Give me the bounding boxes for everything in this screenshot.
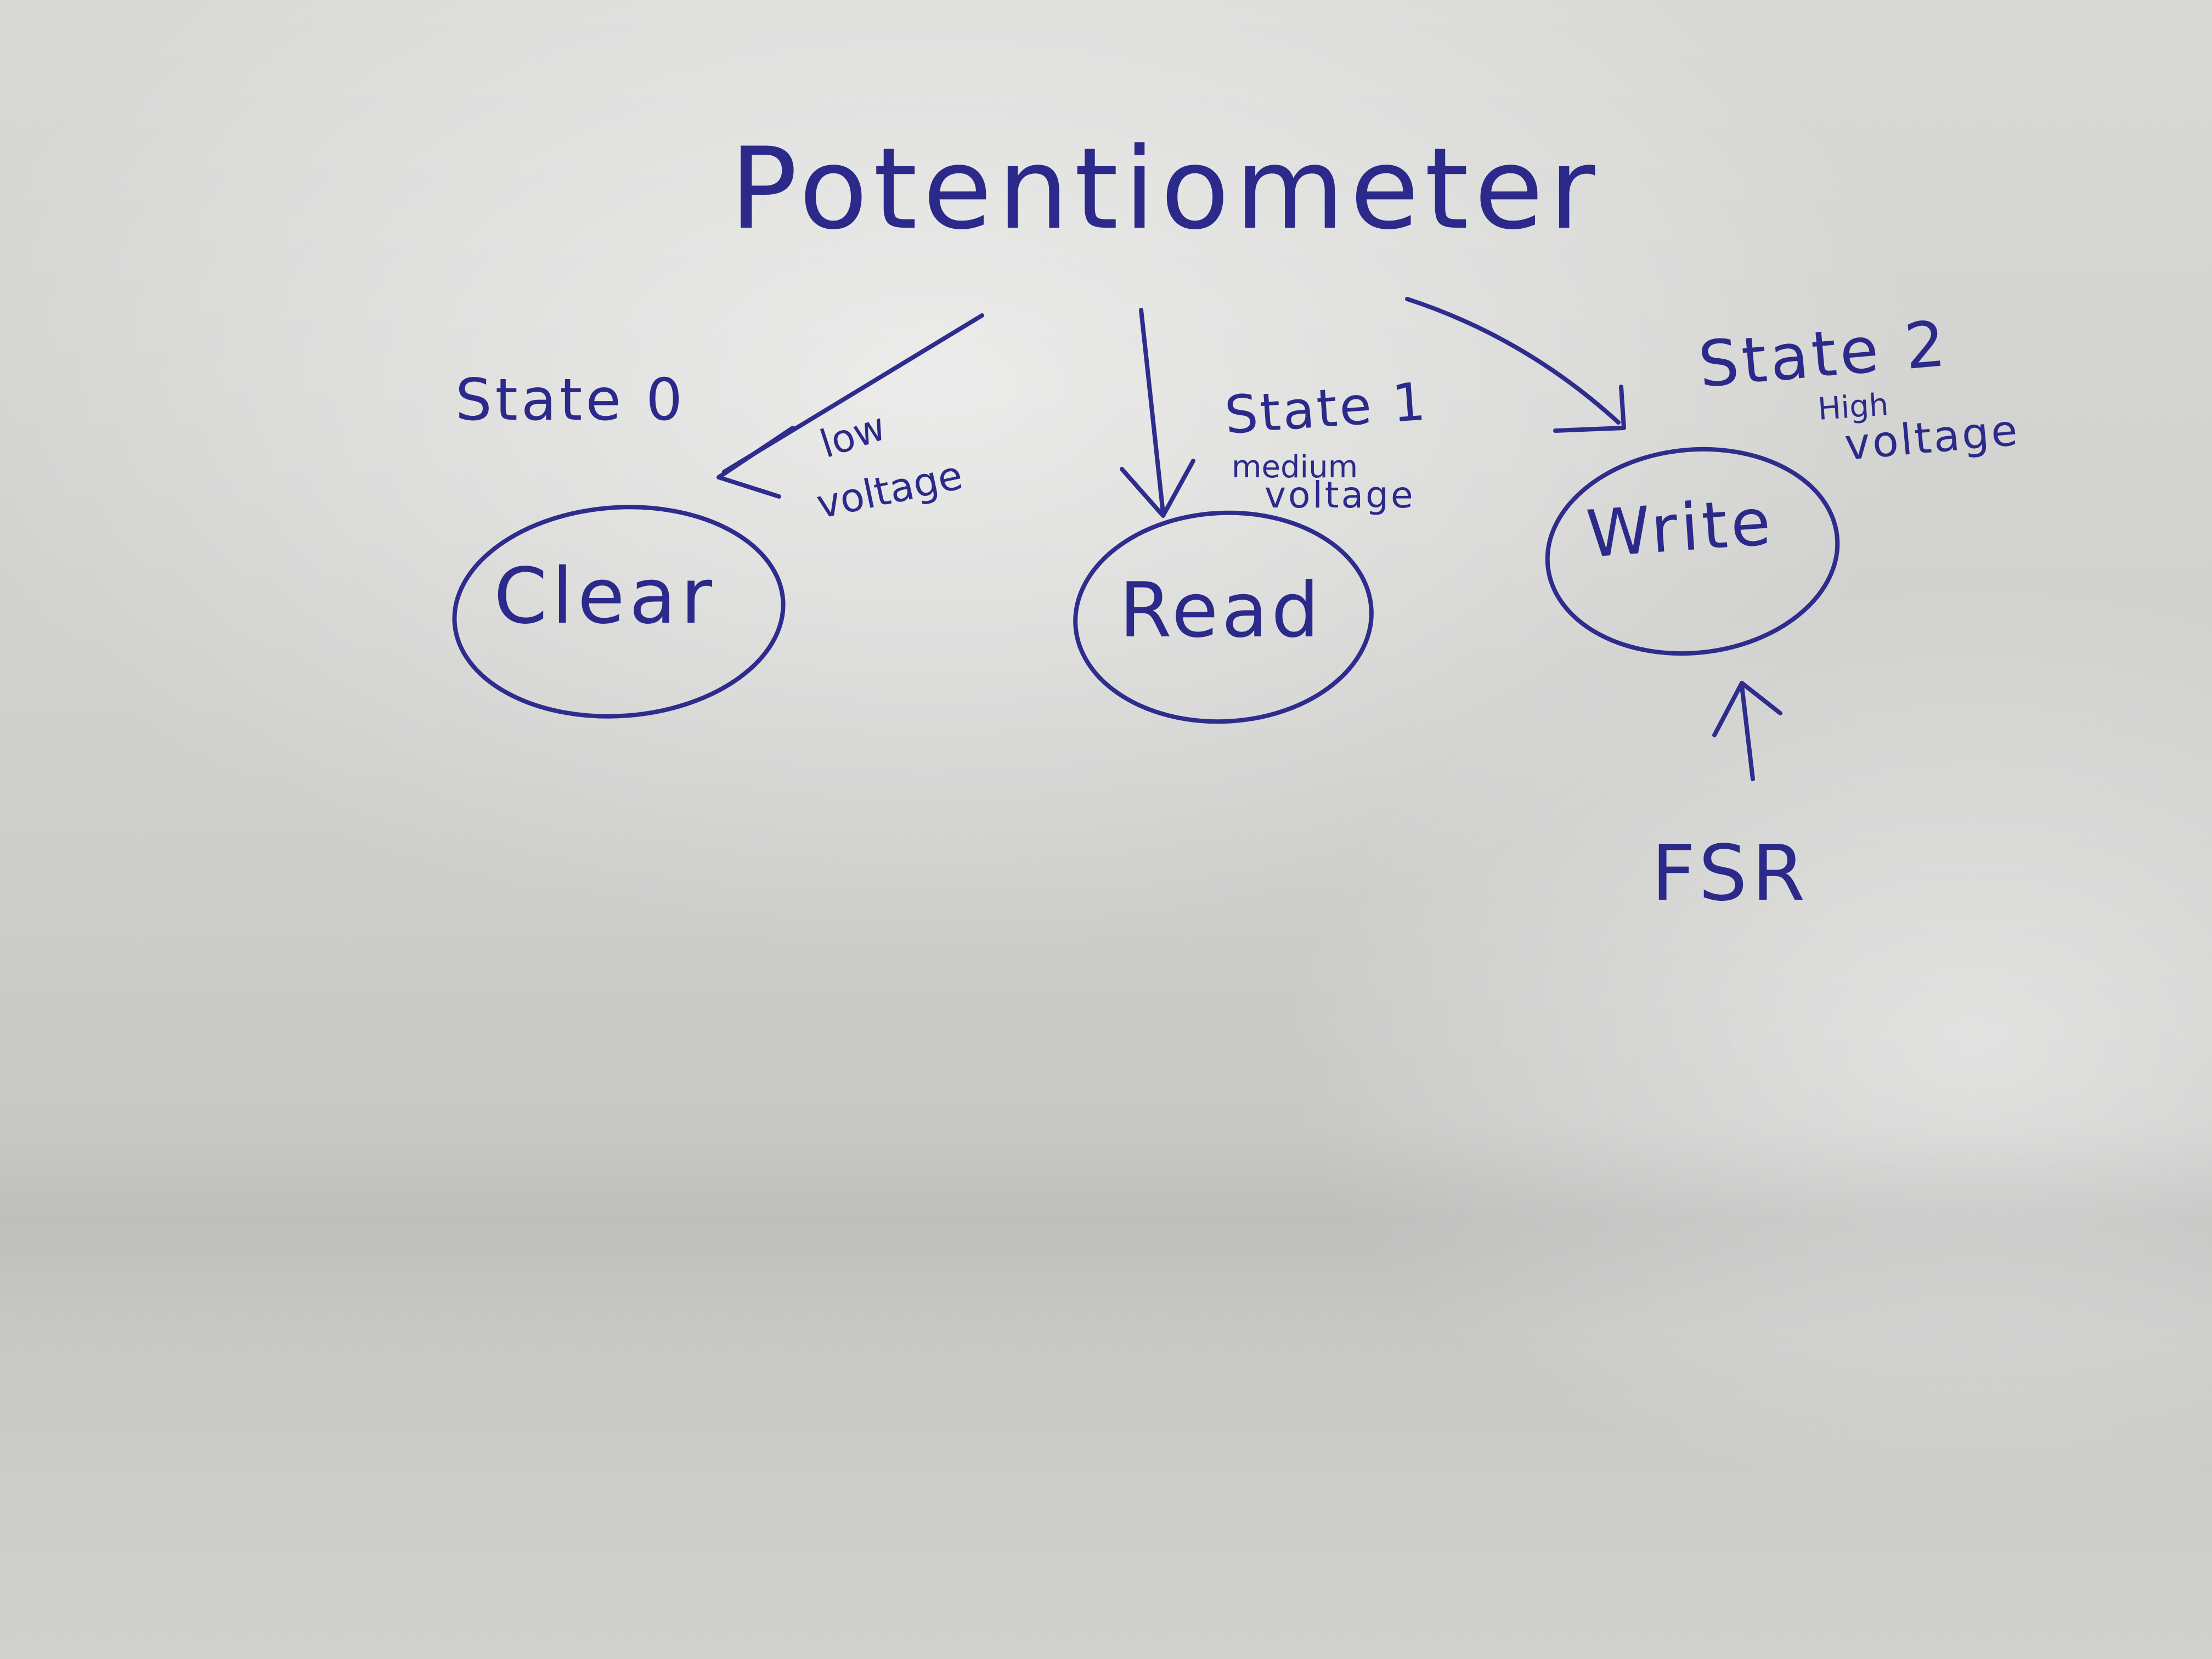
- state-0-label: State 0: [455, 366, 686, 433]
- arrow-fsr-to-write: [1712, 681, 1782, 781]
- clear-voltage-line1: low: [815, 404, 891, 467]
- state-1-label: State 1: [1223, 371, 1430, 446]
- diagram-title: Potentiometer: [730, 124, 1601, 255]
- arrow-to-clear: [716, 313, 984, 499]
- read-voltage-line2: voltage: [1265, 474, 1415, 516]
- read-voltage-line1: medium: [1232, 449, 1358, 485]
- write-voltage-line1: High: [1816, 387, 1889, 427]
- state-2-label: State 2: [1696, 307, 1951, 402]
- fsr-label: FSR: [1651, 829, 1809, 918]
- arrow-to-read: [1120, 308, 1195, 518]
- arrow-to-write: [1405, 297, 1626, 433]
- node-read: Read: [1073, 510, 1374, 724]
- node-write-label: Write: [1584, 483, 1776, 572]
- paper-shadow: [0, 1125, 2212, 1333]
- node-write: Write: [1545, 447, 1840, 656]
- node-clear-label: Clear: [494, 552, 716, 641]
- node-clear: Clear: [452, 505, 786, 719]
- node-read-label: Read: [1119, 566, 1323, 654]
